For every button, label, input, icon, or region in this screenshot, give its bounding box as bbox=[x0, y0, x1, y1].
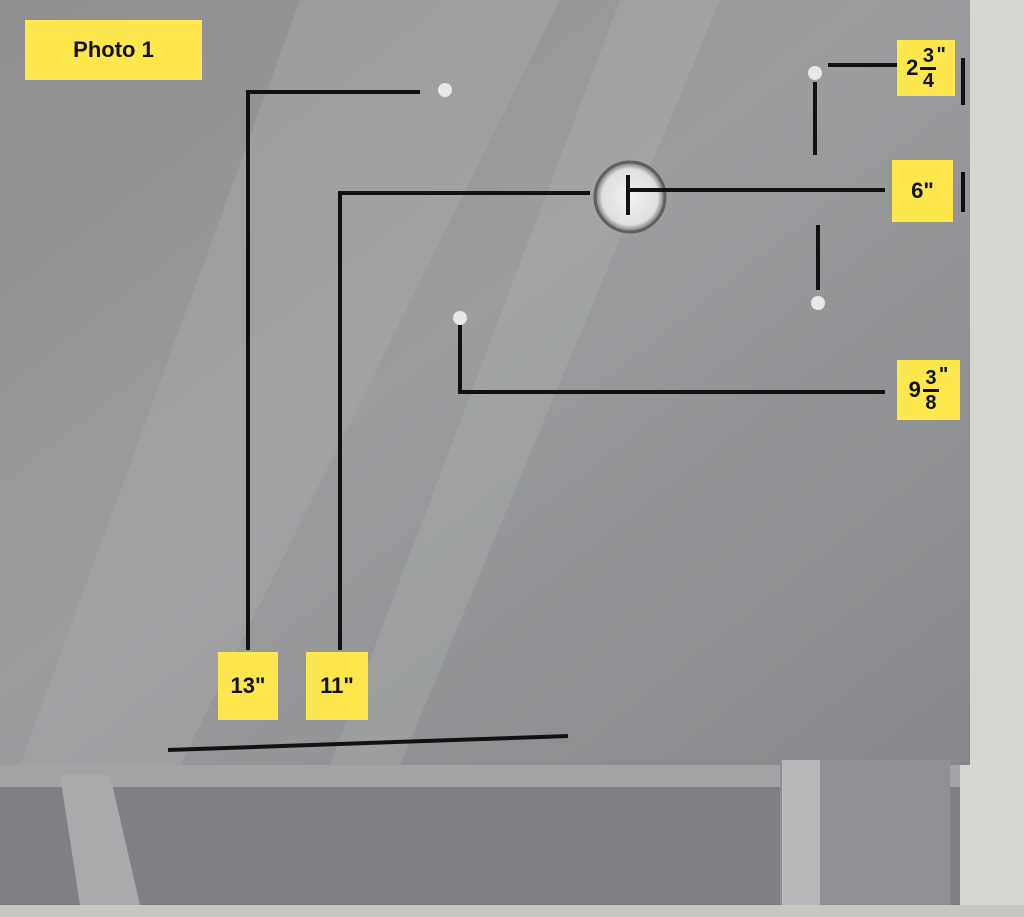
hole bbox=[808, 66, 822, 80]
label-11: 11" bbox=[306, 652, 368, 720]
frame-strut bbox=[60, 775, 140, 905]
whole: 9 bbox=[908, 377, 921, 402]
unit: " bbox=[936, 44, 946, 66]
floor-strip bbox=[0, 905, 1024, 917]
value: 13" bbox=[230, 673, 266, 698]
hole bbox=[811, 296, 825, 310]
photo-title: Photo 1 bbox=[73, 37, 154, 62]
value: 11" bbox=[320, 673, 354, 698]
numerator: 3 bbox=[922, 44, 934, 67]
value: 6" bbox=[911, 178, 934, 203]
unit: " bbox=[938, 364, 949, 386]
bottom-line bbox=[167, 734, 569, 752]
label-6: 6" bbox=[892, 160, 953, 222]
photo-title-label: Photo 1 bbox=[25, 20, 202, 80]
hole bbox=[438, 83, 452, 97]
measurement-lines bbox=[167, 58, 965, 752]
small-holes bbox=[438, 66, 825, 325]
denominator: 8 bbox=[925, 391, 937, 414]
weld-bead bbox=[782, 760, 820, 905]
hole bbox=[453, 311, 467, 325]
line-11 bbox=[338, 191, 590, 650]
line-9-3-8 bbox=[458, 325, 885, 394]
frame-beam-top bbox=[0, 765, 960, 787]
label-13: 13" bbox=[218, 652, 278, 720]
whole: 2 bbox=[906, 55, 919, 80]
line-13 bbox=[246, 90, 420, 650]
denominator: 4 bbox=[922, 69, 934, 92]
numerator: 3 bbox=[925, 366, 937, 389]
